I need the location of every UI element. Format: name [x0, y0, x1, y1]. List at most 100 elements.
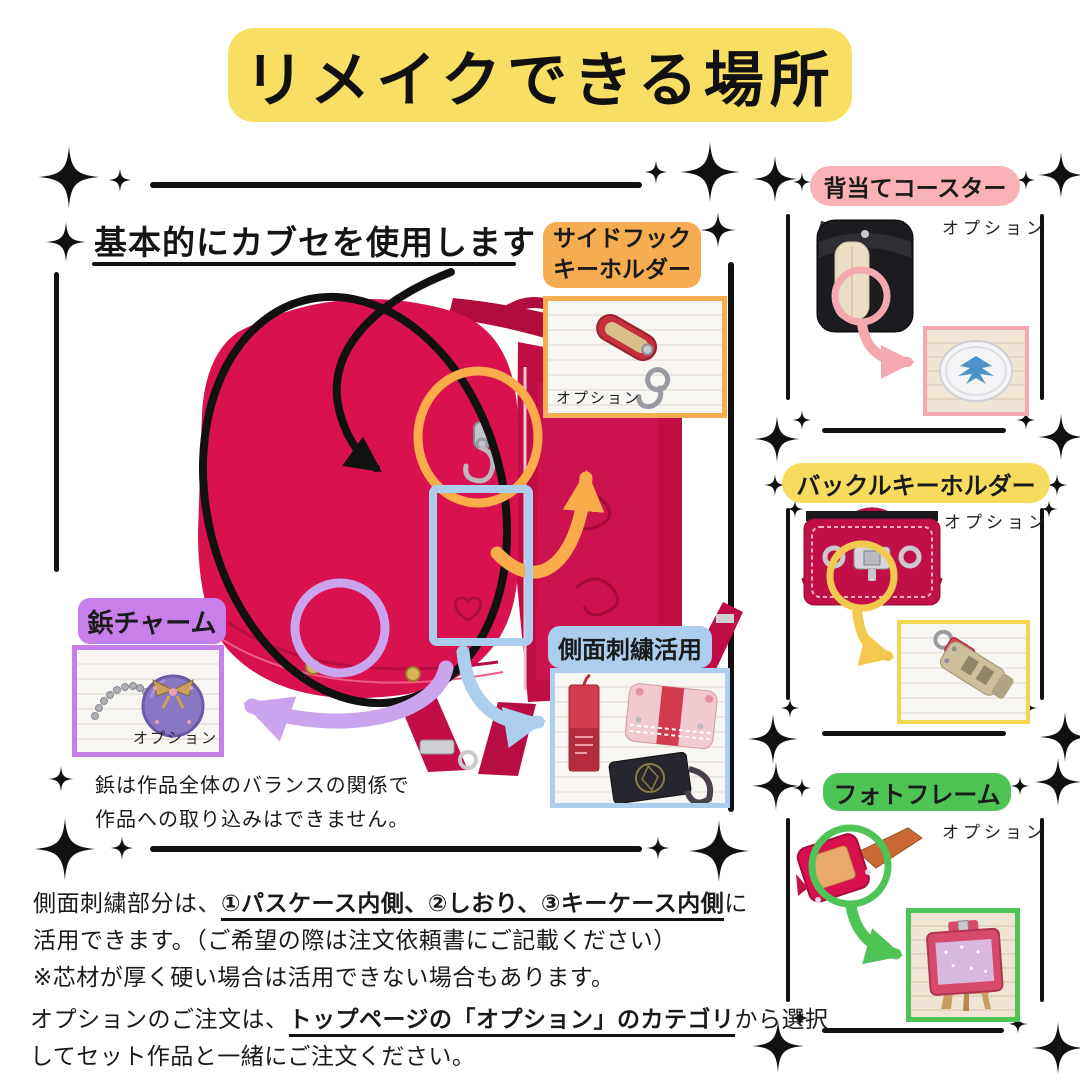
stud-charm-note: 鋲は作品全体のバランスの関係で 作品への取り込みはできません。 [95, 768, 410, 836]
footer-p2-post: から選択 [734, 1007, 829, 1033]
buckle-keyholder-illustration [933, 629, 1014, 699]
sparkle-icon [1034, 758, 1080, 806]
sparkle-icon [754, 416, 800, 462]
sparkle-icon [1016, 170, 1036, 190]
option-label: オプション [556, 389, 642, 407]
footer-p2-line2: してセット作品と一緒にご注文ください。 [30, 1044, 476, 1070]
footer-paragraph-2: オプションのご注文は、トップページの「オプション」のカテゴリから選択 してセット… [30, 1002, 829, 1076]
sparkle-icon [110, 836, 134, 860]
sparkle-icon [792, 778, 812, 798]
randoseru-strap-left [398, 696, 468, 772]
frame-line [822, 731, 1006, 736]
key-case [608, 751, 692, 803]
footer-paragraph-1: 側面刺繍部分は、①パスケース内側、②しおり、③キーケース内側に 活用できます。（… [33, 886, 748, 997]
sparkle-icon [790, 1008, 810, 1028]
sparkle-icon [680, 142, 740, 202]
frame-line [822, 1028, 1004, 1033]
frame-line [150, 182, 642, 188]
bag-bottom-photo [801, 507, 943, 606]
side-embroidery-label: 側面刺繍活用 [548, 626, 712, 668]
frame-line [786, 508, 790, 700]
sparkle-icon [1038, 152, 1080, 198]
side-hook-keyholder-photo: オプション [543, 296, 727, 418]
sparkle-icon [764, 474, 786, 496]
note-line2: 作品への取り込みはできません。 [95, 807, 410, 831]
pass-case [624, 683, 718, 750]
sparkle-icon [34, 818, 96, 880]
flap-stud [405, 666, 421, 682]
option-label: オプション [942, 823, 1047, 843]
frame-line [1040, 214, 1044, 400]
randoseru-strap-center [478, 702, 536, 776]
sparkle-icon [1040, 500, 1058, 518]
main-heading: 基本的にカブセを使用します [94, 223, 536, 262]
frame-line [150, 846, 642, 852]
frame-photo-area [935, 938, 995, 985]
flap-stud [305, 659, 321, 675]
coaster-photo [923, 326, 1029, 416]
buckle-keyholder-photo [897, 620, 1030, 724]
buckle-keyholder-label: バックルキーホルダー [782, 463, 1050, 503]
frame-line [1040, 818, 1044, 1002]
stud-charm-photo: オプション [72, 645, 224, 757]
photo-frame-label: フォトフレーム [823, 773, 1011, 811]
option-label: オプション [944, 513, 1049, 533]
photo-frame-photo [906, 908, 1020, 1022]
side-embroidery-photo [550, 668, 730, 808]
footer-p1-pre: 側面刺繍部分は、 [33, 891, 221, 917]
sparkle-icon [1038, 414, 1080, 460]
sparkle-icon [38, 146, 100, 208]
sparkle-icon [1010, 776, 1030, 796]
sparkle-icon [792, 410, 812, 430]
embroidery-items-illustration [568, 673, 718, 803]
side-hook-label: サイドフック キーホルダー [543, 222, 701, 288]
photo-frame-arrow [845, 900, 904, 965]
side-hook-label-line1: サイドフック [553, 226, 691, 252]
side-hook-label-line2: キーホルダー [553, 257, 691, 283]
sparkle-icon [700, 212, 736, 248]
sparkle-icon [646, 836, 670, 860]
back-coaster-label-text: 背当てコースター [823, 176, 1007, 202]
footer-p1-underlined: ①パスケース内側、②しおり、③キーケース内側 [221, 891, 725, 921]
frame-line [1040, 508, 1044, 700]
sparkle-icon [792, 172, 812, 192]
footer-p2-pre: オプションのご注文は、 [30, 1007, 289, 1033]
heading-underline [92, 262, 516, 266]
side-embroidery-label-text: 側面刺繍活用 [558, 635, 702, 664]
frame-line [54, 272, 59, 572]
option-label: オプション [133, 729, 219, 747]
strap-arm [857, 827, 923, 869]
coaster-eagle-emblem [958, 356, 994, 384]
sparkle-icon [786, 500, 804, 518]
ball-chain [91, 682, 150, 720]
footer-p2-underlined: トップページの「オプション」のカテゴリ [288, 1007, 735, 1037]
sparkle-icon [1040, 712, 1080, 762]
frame-line [786, 214, 790, 400]
coaster-illustration [939, 340, 1013, 402]
option-label: オプション [942, 219, 1047, 239]
stud-charm-label: 鋲チャーム [78, 598, 226, 644]
randoseru-side-panel [536, 382, 658, 680]
sparkle-icon [48, 766, 74, 792]
sparkle-icon [752, 1020, 804, 1072]
frame-line [786, 818, 790, 1002]
photo-frame-illustration [926, 920, 1004, 1011]
note-line1: 鋲は作品全体のバランスの関係で [95, 773, 410, 797]
sparkle-icon [1016, 410, 1036, 430]
stud-charm-label-text: 鋲チャーム [87, 608, 217, 639]
footer-p1-line3: ※芯材が厚く硬い場合は活用できない場合もあります。 [33, 965, 615, 991]
sparkle-icon [1046, 474, 1068, 496]
frame-line [822, 428, 1006, 433]
keyholder-illustration [596, 313, 671, 409]
sparkle-icon [752, 762, 800, 810]
sparkle-icon [780, 698, 800, 718]
sparkle-icon [1008, 1014, 1028, 1034]
buckle-keyholder-label-text: バックルキーホルダー [796, 471, 1036, 500]
frame-line [728, 262, 734, 812]
footer-p1-line2: 活用できます。（ご希望の際は注文依頼書にご記載ください） [33, 928, 677, 954]
sparkle-icon [748, 714, 798, 764]
randoseru-flap [198, 299, 518, 699]
frame-part-photo [796, 827, 923, 903]
sparkle-icon [752, 156, 798, 202]
